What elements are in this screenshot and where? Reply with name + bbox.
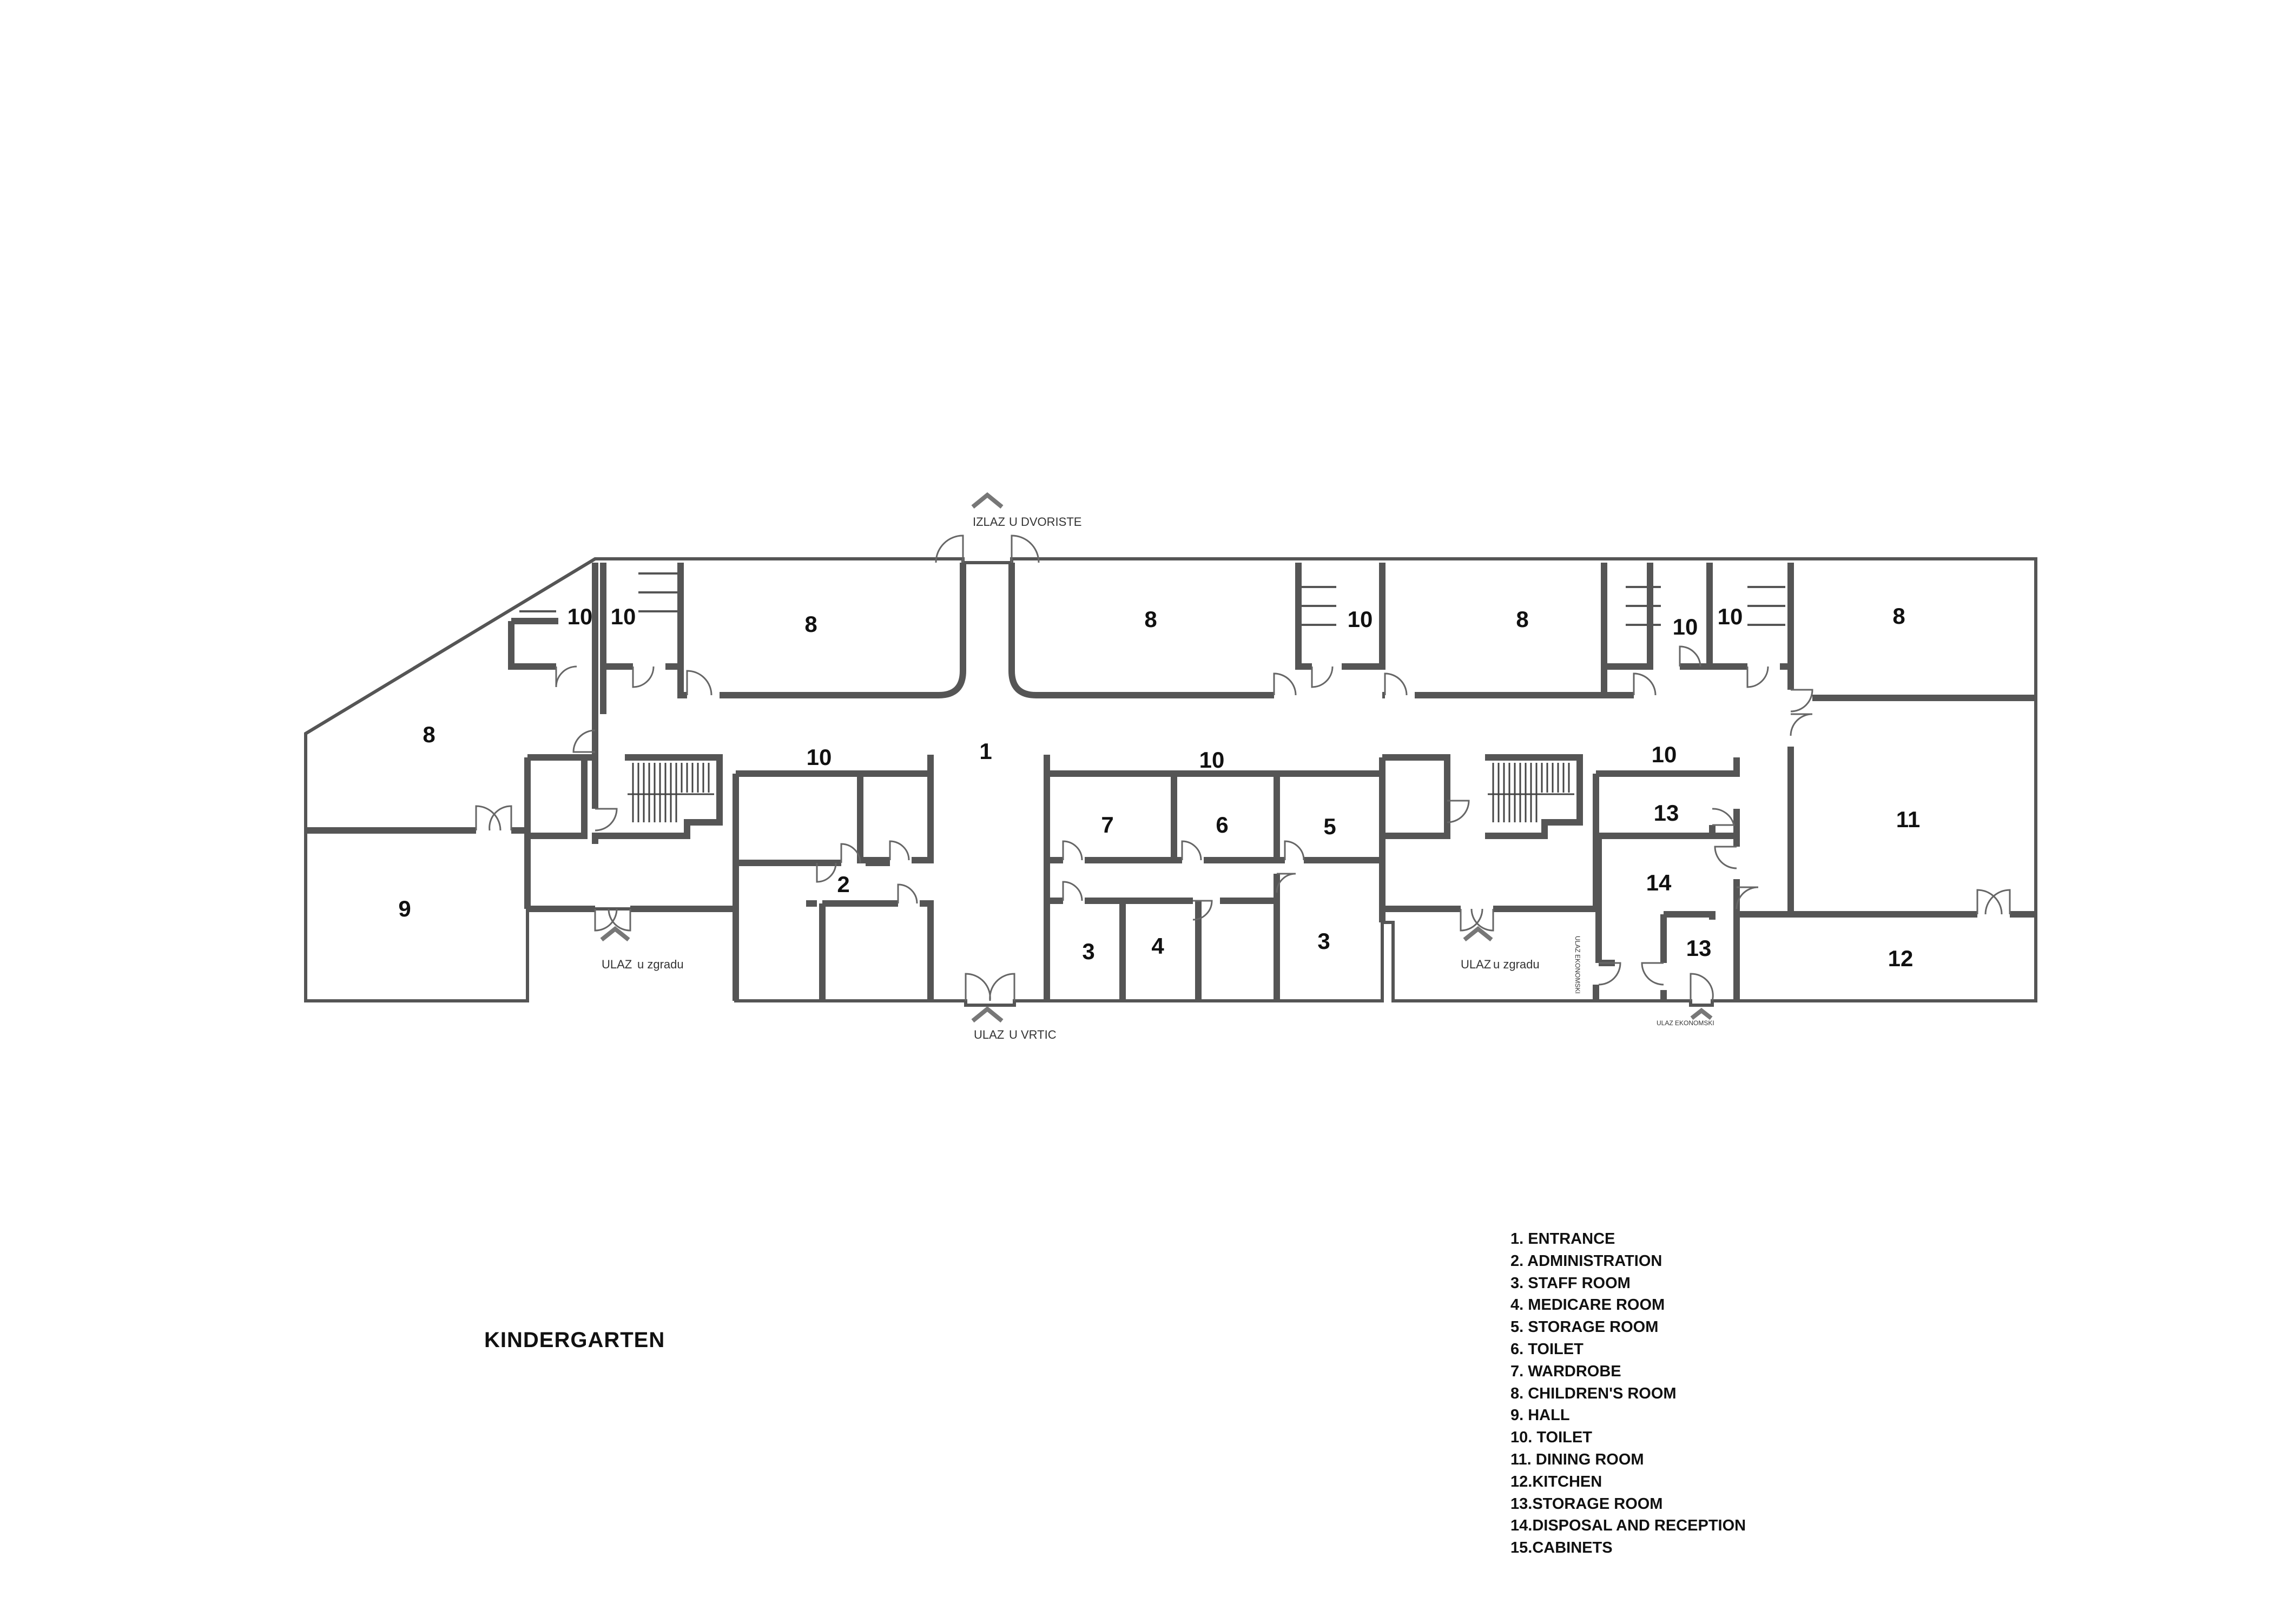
room-label-8-left: 8 — [423, 722, 435, 747]
room-label-9: 9 — [398, 896, 411, 921]
exit-top-label: IZLAZ — [973, 515, 1005, 529]
room-label-8-a: 8 — [804, 611, 817, 637]
entrance-bottom-label: ULAZ — [974, 1028, 1004, 1041]
room-label-5: 5 — [1323, 814, 1336, 839]
entrance-left-label: ULAZ — [602, 958, 632, 971]
legend-item: 5. STORAGE ROOM — [1510, 1318, 1659, 1336]
room-label-10-g: 10 — [1718, 604, 1743, 629]
room-legend: 1. ENTRANCE 2. ADMINISTRATION 3. STAFF R… — [1510, 1228, 1746, 1559]
legend-item: 12.KITCHEN — [1510, 1473, 1602, 1490]
entrance-bottom-arrow — [971, 1006, 1004, 1023]
entrance-left-sublabel: u zgradu — [637, 958, 684, 971]
room-label-4: 4 — [1151, 933, 1164, 959]
drawing-title: KINDERGARTEN — [484, 1328, 665, 1352]
room-label-10-a: 10 — [568, 604, 593, 629]
room-label-13-a: 13 — [1654, 800, 1679, 826]
room-label-10-h: 10 — [1652, 742, 1677, 767]
room-label-8-c: 8 — [1516, 606, 1528, 632]
room-label-10-b: 10 — [611, 604, 636, 629]
legend-item: 1. ENTRANCE — [1510, 1230, 1615, 1248]
doors — [475, 535, 2011, 1001]
entrance-right-sublabel: u zgradu — [1493, 958, 1540, 971]
room-label-14: 14 — [1646, 870, 1672, 895]
entrance-bottom-sublabel: U VRTIC — [1009, 1028, 1057, 1041]
room-label-3-right: 3 — [1317, 928, 1330, 954]
entrance-arrows — [600, 492, 1713, 1023]
room-labels: 1 2 3 3 4 5 6 7 8 8 8 8 8 9 10 10 10 10 … — [398, 603, 1920, 971]
room-label-10-c: 10 — [807, 744, 832, 770]
entrance-right-arrow — [1463, 926, 1493, 942]
legend-item: 6. TOILET — [1510, 1340, 1584, 1358]
staircase-right — [1488, 763, 1574, 822]
legend-item: 14.DISPOSAL AND RECEPTION — [1510, 1517, 1746, 1535]
room-label-8-b: 8 — [1144, 606, 1157, 632]
room-label-10-f: 10 — [1673, 614, 1698, 639]
legend-item: 15.CABINETS — [1510, 1539, 1613, 1557]
service-side-entrance-label: ULAZ EKONOMSKI — [1574, 936, 1581, 994]
legend-item: 9. HALL — [1510, 1407, 1570, 1424]
service-entrance-label: ULAZ EKONOMSKI — [1657, 1019, 1714, 1027]
legend-item: 2. ADMINISTRATION — [1510, 1252, 1662, 1270]
exit-top-sublabel: U DVORISTE — [1009, 515, 1081, 529]
room-label-10-e: 10 — [1348, 606, 1373, 632]
legend-item: 4. MEDICARE ROOM — [1510, 1296, 1665, 1314]
entrance-right-label: ULAZ — [1461, 958, 1491, 971]
legend-item: 10. TOILET — [1510, 1429, 1592, 1447]
legend-item: 7. WARDROBE — [1510, 1362, 1621, 1380]
room-label-2: 2 — [837, 872, 849, 897]
legend-item: 13.STORAGE ROOM — [1510, 1495, 1663, 1513]
legend-item: 11. DINING ROOM — [1510, 1450, 1644, 1468]
room-label-7: 7 — [1101, 812, 1113, 837]
room-label-10-d: 10 — [1199, 747, 1225, 773]
interior-walls — [306, 563, 2036, 1001]
entrance-left-arrow — [600, 926, 630, 942]
exit-top-arrow — [971, 492, 1004, 509]
legend-item: 8. CHILDREN'S ROOM — [1510, 1384, 1677, 1402]
room-label-1: 1 — [979, 738, 992, 764]
service-entrance-arrow — [1690, 1007, 1713, 1020]
room-label-11: 11 — [1896, 807, 1920, 832]
room-label-12: 12 — [1888, 946, 1914, 971]
room-label-6: 6 — [1216, 812, 1228, 837]
room-label-13-b: 13 — [1686, 935, 1712, 961]
legend-item: 3. STAFF ROOM — [1510, 1274, 1631, 1292]
room-label-3-left: 3 — [1082, 939, 1094, 964]
room-label-8-d: 8 — [1892, 603, 1905, 629]
staircase-left — [628, 763, 714, 822]
